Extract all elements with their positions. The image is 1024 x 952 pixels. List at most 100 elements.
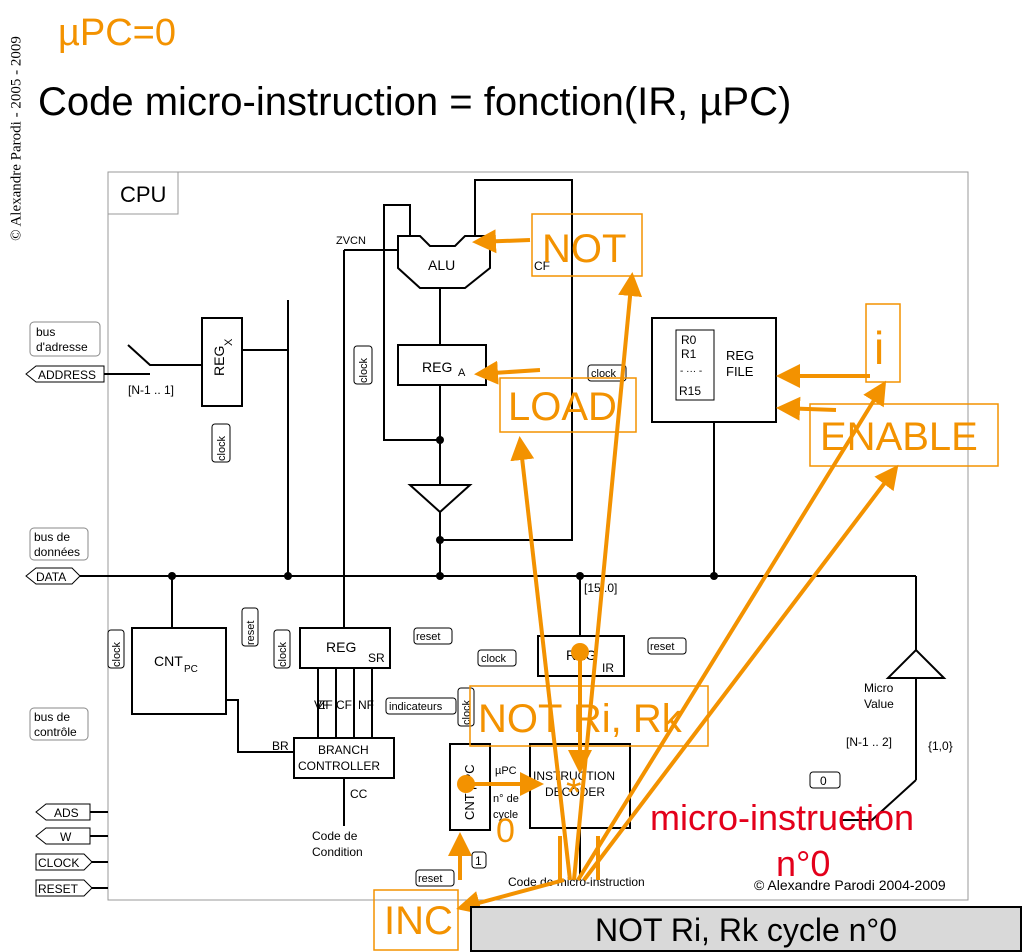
decoder-label-1: INSTRUCTION [533, 769, 615, 783]
junction-dot [168, 572, 176, 580]
reg-flags-box [299, 627, 391, 669]
line-to-inc [456, 878, 565, 915]
reset-tag-pc-label: reset [245, 621, 257, 645]
junction-dot [436, 572, 444, 580]
clock-tag-x [211, 423, 231, 463]
reg-x-sub: X [223, 338, 235, 346]
reset-tag-ir [647, 637, 687, 655]
line-to-load [510, 436, 572, 881]
not-overlay: NOT [542, 227, 626, 271]
one-tag-label: 1 [475, 854, 482, 868]
flag-nf: NF [358, 698, 374, 712]
copyright-label: © Alexandre Parodi 2004-2009 [754, 877, 946, 893]
junction-dot [436, 536, 444, 544]
i-overlay: i [874, 322, 884, 374]
not-ri-rk-box [469, 685, 709, 747]
indicateurs-label: indicateurs [389, 701, 443, 713]
branch-label-1: BRANCH [318, 743, 369, 757]
reset-port-label: RESET [38, 882, 79, 896]
one-tag [471, 851, 487, 869]
star-overlay: * [566, 771, 582, 815]
not-ri-rk-overlay: NOT Ri, Rk [478, 697, 683, 741]
clock-tag-flags-label: clock [277, 641, 289, 667]
micro-instruction-n0: n°0 [776, 843, 830, 884]
code-micro-label: Code de micro-instruction [508, 875, 645, 889]
clock-tag-file-label: clock [591, 368, 617, 380]
range-n2: [N-1 .. 2] [846, 735, 892, 749]
data-port [25, 567, 81, 585]
page-title: µPC=0 [58, 12, 177, 54]
inc-box [373, 889, 459, 951]
sr-label: SR [368, 651, 385, 665]
load-overlay: LOAD [508, 385, 617, 429]
branch-label-2: CONTROLLER [298, 759, 380, 773]
ir-label: IR [602, 661, 614, 675]
alu-feedback-b [438, 179, 573, 541]
reg-file-cell-r15: R15 [679, 384, 701, 398]
reg-x-label: REG [211, 346, 227, 376]
flag-vf: VF [314, 698, 329, 712]
bus-adresse-box [29, 321, 101, 357]
bus-adresse-2: d'adresse [36, 340, 88, 354]
junction-dot [576, 572, 584, 580]
not-box [531, 213, 643, 277]
reset-tag-upc-label: reset [418, 873, 442, 885]
clock-tag-pc [107, 629, 125, 669]
cpu-label-box [107, 171, 179, 215]
clock-tag-a [353, 345, 373, 385]
load-box [499, 377, 637, 433]
address-port [25, 365, 105, 383]
reset-tag-pc [241, 607, 259, 647]
bus-donnees-1: bus de [34, 530, 70, 544]
bus-adresse-1: bus [36, 325, 55, 339]
junction-dot [710, 572, 718, 580]
junction-dot [284, 572, 292, 580]
reg-file-cell-r0: R0 [681, 333, 697, 347]
inc-overlay: INC [384, 899, 453, 943]
flag-zf: ZF [318, 698, 333, 712]
i-box [865, 303, 901, 383]
flag-cf: CF [336, 698, 352, 712]
alu-label: ALU [428, 257, 455, 273]
data-label: DATA [36, 570, 66, 584]
range-n1: [N-1 .. 1] [128, 383, 174, 397]
br-label: BR [272, 739, 289, 753]
clock-tag-ir [477, 649, 517, 667]
zero-tag-label: 0 [820, 774, 827, 788]
clock-tag-x-label: clock [216, 435, 228, 461]
clock-tag-pc-label: clock [111, 641, 123, 667]
microvalue-mux-wire [840, 779, 917, 821]
reg-x-box [201, 317, 243, 407]
clock-tag-upc-label: clock [461, 699, 473, 725]
cnt-pc-label: CNT [154, 653, 183, 669]
line-to-enable [582, 464, 899, 882]
reset-tag-flags-label: reset [416, 631, 440, 643]
load-arrow [474, 360, 541, 385]
zero-upc-overlay: 0 [496, 812, 515, 850]
reg-file-cells [675, 329, 715, 401]
address-mux-wire [127, 344, 202, 366]
bus-donnees-2: données [34, 545, 80, 559]
upc-label-1: µPC [495, 765, 517, 777]
br-wire [226, 699, 294, 753]
clock-tag-flags [273, 629, 291, 669]
alu-feedback-a [383, 204, 438, 441]
code-condition-2: Condition [312, 845, 363, 859]
bus-donnees-box [29, 527, 89, 561]
enable-arrow [776, 396, 837, 421]
page-subtitle: Code micro-instruction = fonction(IR, µP… [38, 80, 792, 124]
reset-tag-flags [413, 627, 453, 645]
tristate-a [407, 484, 473, 514]
clock-tag-ir-label: clock [481, 653, 507, 665]
address-label: ADDRESS [38, 368, 96, 382]
cf-label: CF [534, 259, 550, 273]
code-condition-1: Code de [312, 829, 358, 843]
upc-label-2: n° de [493, 793, 519, 805]
cc-label: CC [350, 787, 368, 801]
cpu-label: CPU [120, 182, 166, 207]
clock-tag-a-label: clock [358, 357, 370, 383]
cycle-status-bar: NOT Ri, Rk cycle n°0 [470, 906, 1022, 952]
ir-dot [571, 643, 589, 661]
reg-a-sub: A [458, 367, 466, 379]
